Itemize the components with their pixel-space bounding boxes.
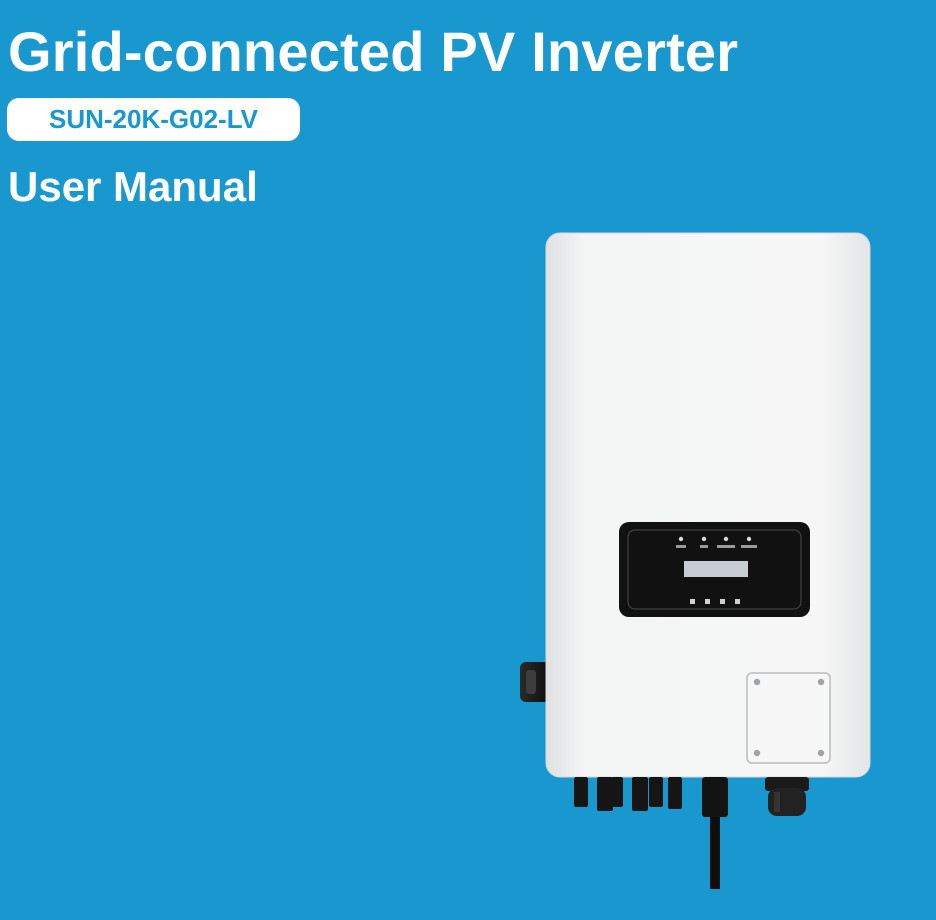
page-subtitle: User Manual: [8, 163, 258, 210]
control-buttons-icon: [690, 599, 740, 604]
inverter-image: [520, 232, 871, 889]
pv-connectors: [574, 777, 682, 811]
cable-gland: [765, 777, 809, 816]
indicator-lights: [678, 536, 752, 542]
dc-switch-icon: [520, 662, 550, 702]
model-badge: SUN-20K-G02-LV: [7, 98, 300, 141]
page-title: Grid-connected PV Inverter: [8, 20, 739, 83]
ac-cable: [702, 777, 728, 889]
display-panel: [619, 522, 810, 617]
cover-plate: [746, 672, 831, 764]
